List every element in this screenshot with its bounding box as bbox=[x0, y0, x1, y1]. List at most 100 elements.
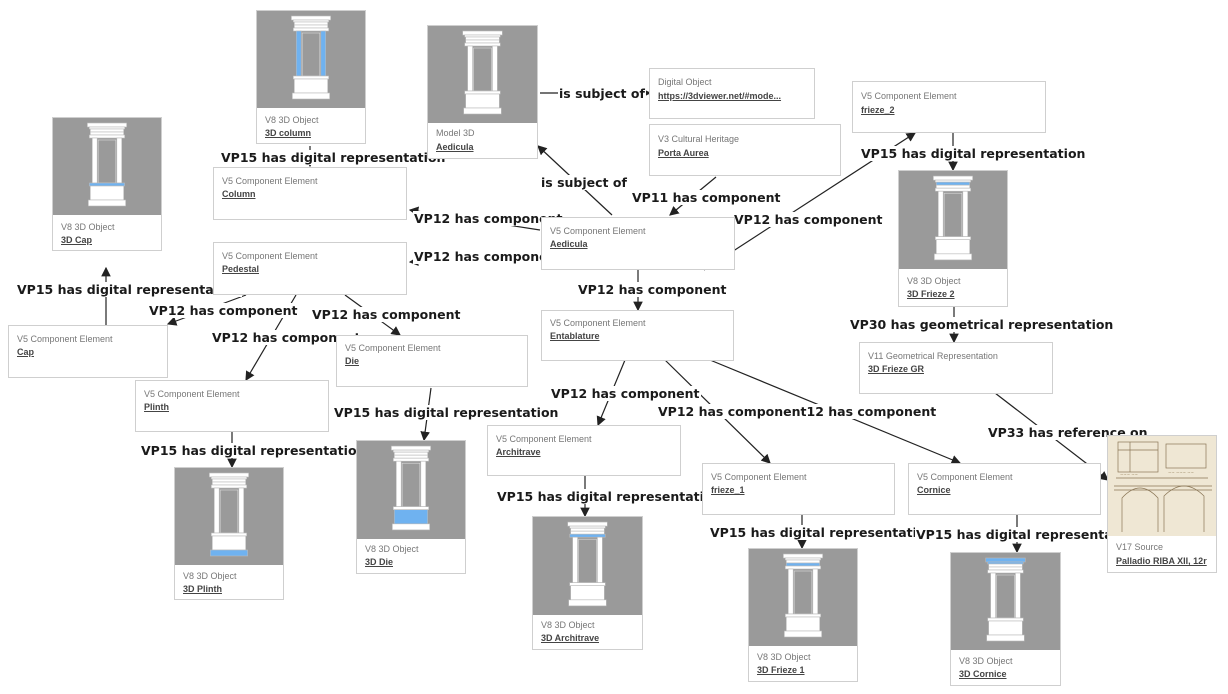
node-title-link[interactable]: Pedestal bbox=[222, 264, 260, 274]
node-type: V17 Source bbox=[1116, 542, 1164, 552]
3d-frieze-1-thumbnail bbox=[749, 549, 857, 646]
edge-label-vp12: VP12 has component bbox=[413, 211, 564, 226]
node-frieze-gr[interactable]: V11 Geometrical Representation 3D Frieze… bbox=[859, 342, 1053, 394]
edge-label-vp15: VP15 has digital representation bbox=[915, 527, 1142, 542]
node-model-3d[interactable]: Model 3D Aedicula bbox=[427, 25, 538, 159]
node-title-link[interactable]: Aedicula bbox=[550, 239, 588, 249]
node-type: V8 3D Object bbox=[541, 620, 595, 630]
edge-label-vp12: VP12 has component12 has component bbox=[657, 404, 938, 419]
3d-frieze-2-thumbnail bbox=[899, 171, 1007, 269]
edge-label-vp15: VP15 has digital representation bbox=[496, 489, 723, 504]
node-type: V5 Component Element bbox=[345, 343, 441, 353]
node-title-link[interactable]: 3D Cornice bbox=[959, 669, 1007, 679]
edge-label-vp12: VP12 has component bbox=[577, 282, 728, 297]
node-title-link[interactable]: Plinth bbox=[144, 402, 169, 412]
node-type: V5 Component Element bbox=[496, 434, 592, 444]
node-type: V8 3D Object bbox=[183, 571, 237, 581]
node-source[interactable]: ~~ ~~~ ~~ ~~~ ~~ V17 Source Palladio RIB… bbox=[1107, 435, 1217, 573]
node-type: Model 3D bbox=[436, 128, 475, 138]
aedicula-thumbnail bbox=[428, 26, 537, 123]
edge-label-vp15: VP15 has digital representation bbox=[860, 146, 1087, 161]
node-title-link[interactable]: frieze_2 bbox=[861, 105, 895, 115]
edge-label-vp15: VP15 has digital representation bbox=[16, 282, 243, 297]
node-title-link[interactable]: Aedicula bbox=[436, 142, 474, 152]
edge-label-vp12: VP12 has component bbox=[311, 307, 462, 322]
node-aedicula[interactable]: V5 Component Element Aedicula bbox=[541, 217, 735, 270]
node-cultural-heritage[interactable]: V3 Cultural Heritage Porta Aurea bbox=[649, 124, 841, 176]
node-title-link[interactable]: 3D Frieze 2 bbox=[907, 289, 955, 299]
node-title-link[interactable]: Architrave bbox=[496, 447, 541, 457]
node-entablature[interactable]: V5 Component Element Entablature bbox=[541, 310, 734, 361]
node-type: V5 Component Element bbox=[144, 389, 240, 399]
node-3d-cap[interactable]: V8 3D Object 3D Cap bbox=[52, 117, 162, 251]
edge-label-is-subject-of: is subject of bbox=[540, 175, 628, 190]
node-frieze-1[interactable]: V5 Component Element frieze_1 bbox=[702, 463, 895, 515]
edge-label-vp15: VP15 has digital representation bbox=[220, 150, 447, 165]
aedicula-model-image bbox=[899, 171, 1007, 269]
edge-label-vp12: VP12 has component bbox=[413, 249, 564, 264]
palladio-drawing-image: ~~ ~~~ ~~ ~~~ ~~ bbox=[1108, 436, 1216, 536]
node-3d-frieze-2[interactable]: V8 3D Object 3D Frieze 2 bbox=[898, 170, 1008, 307]
aedicula-model-image bbox=[533, 517, 642, 615]
node-title-link[interactable]: 3D Frieze 1 bbox=[757, 665, 805, 675]
node-pedestal[interactable]: V5 Component Element Pedestal bbox=[213, 242, 407, 295]
edge-label-vp11: VP11 has component bbox=[631, 190, 782, 205]
node-type: V5 Component Element bbox=[861, 91, 957, 101]
node-title-link[interactable]: 3D Cap bbox=[61, 235, 93, 245]
node-3d-plinth[interactable]: V8 3D Object 3D Plinth bbox=[174, 467, 284, 600]
svg-text:~~ ~~~ ~~: ~~ ~~~ ~~ bbox=[1168, 470, 1194, 475]
aedicula-model-image bbox=[428, 26, 537, 123]
node-3d-architrave[interactable]: V8 3D Object 3D Architrave bbox=[532, 516, 643, 650]
3d-cap-thumbnail bbox=[53, 118, 161, 215]
node-title-link[interactable]: frieze_1 bbox=[711, 485, 745, 495]
node-die[interactable]: V5 Component Element Die bbox=[336, 335, 528, 387]
node-title-link[interactable]: Die bbox=[345, 356, 360, 366]
node-title-link[interactable]: Porta Aurea bbox=[658, 148, 709, 158]
aedicula-model-image bbox=[749, 549, 857, 646]
node-type: V8 3D Object bbox=[757, 652, 811, 662]
node-title-link[interactable]: 3D column bbox=[265, 128, 312, 138]
node-title-link[interactable]: 3D Frieze GR bbox=[868, 364, 925, 374]
node-3d-frieze-1[interactable]: V8 3D Object 3D Frieze 1 bbox=[748, 548, 858, 682]
edge-label-vp12: VP12 has component bbox=[148, 303, 299, 318]
node-type: V8 3D Object bbox=[61, 222, 115, 232]
node-cornice[interactable]: V5 Component Element Cornice bbox=[908, 463, 1101, 515]
node-title-link[interactable]: Column bbox=[222, 189, 256, 199]
node-architrave[interactable]: V5 Component Element Architrave bbox=[487, 425, 681, 476]
node-title-link[interactable]: Palladio RIBA XII, 12r bbox=[1116, 556, 1207, 566]
node-type: V5 Component Element bbox=[917, 472, 1013, 482]
3d-cornice-thumbnail bbox=[951, 553, 1060, 650]
node-title-link[interactable]: Cornice bbox=[917, 485, 951, 495]
edge-label-vp12: VP12 has component bbox=[211, 330, 362, 345]
source-drawing-thumbnail: ~~ ~~~ ~~ ~~~ ~~ bbox=[1108, 436, 1216, 536]
node-type: V3 Cultural Heritage bbox=[658, 134, 740, 144]
node-title-link[interactable]: Entablature bbox=[550, 331, 600, 341]
3d-plinth-thumbnail bbox=[175, 468, 283, 565]
edge-label-vp15: VP15 has digital representation bbox=[333, 405, 560, 420]
3d-architrave-thumbnail bbox=[533, 517, 642, 615]
node-title-link[interactable]: 3D Die bbox=[365, 557, 394, 567]
node-title-link[interactable]: https://3dviewer.net/#mode... bbox=[658, 91, 782, 101]
node-type: V5 Component Element bbox=[550, 226, 646, 236]
node-3d-cornice[interactable]: V8 3D Object 3D Cornice bbox=[950, 552, 1061, 686]
3d-column-thumbnail bbox=[257, 11, 365, 108]
edge-label-is-subject-of: is subject of bbox=[558, 86, 646, 101]
node-type: V5 Component Element bbox=[222, 251, 318, 261]
node-type: V5 Component Element bbox=[550, 318, 646, 328]
node-column[interactable]: V5 Component Element Column bbox=[213, 167, 407, 220]
node-title-link[interactable]: Cap bbox=[17, 347, 35, 357]
node-digital-object[interactable]: Digital Object https://3dviewer.net/#mod… bbox=[649, 68, 815, 119]
node-3d-die[interactable]: V8 3D Object 3D Die bbox=[356, 440, 466, 574]
node-title-link[interactable]: 3D Plinth bbox=[183, 584, 223, 594]
edge-label-vp12: VP12 has component bbox=[733, 212, 884, 227]
node-title-link[interactable]: 3D Architrave bbox=[541, 633, 600, 643]
node-frieze-2[interactable]: V5 Component Element frieze_2 bbox=[852, 81, 1046, 133]
svg-text:~~~ ~~: ~~~ ~~ bbox=[1120, 472, 1138, 477]
aedicula-model-image bbox=[951, 553, 1060, 650]
aedicula-model-image bbox=[357, 441, 465, 539]
node-type: V8 3D Object bbox=[265, 115, 319, 125]
aedicula-model-image bbox=[175, 468, 283, 565]
node-3d-column[interactable]: V8 3D Object 3D column bbox=[256, 10, 366, 144]
node-cap[interactable]: V5 Component Element Cap bbox=[8, 325, 168, 378]
node-plinth[interactable]: V5 Component Element Plinth bbox=[135, 380, 329, 432]
